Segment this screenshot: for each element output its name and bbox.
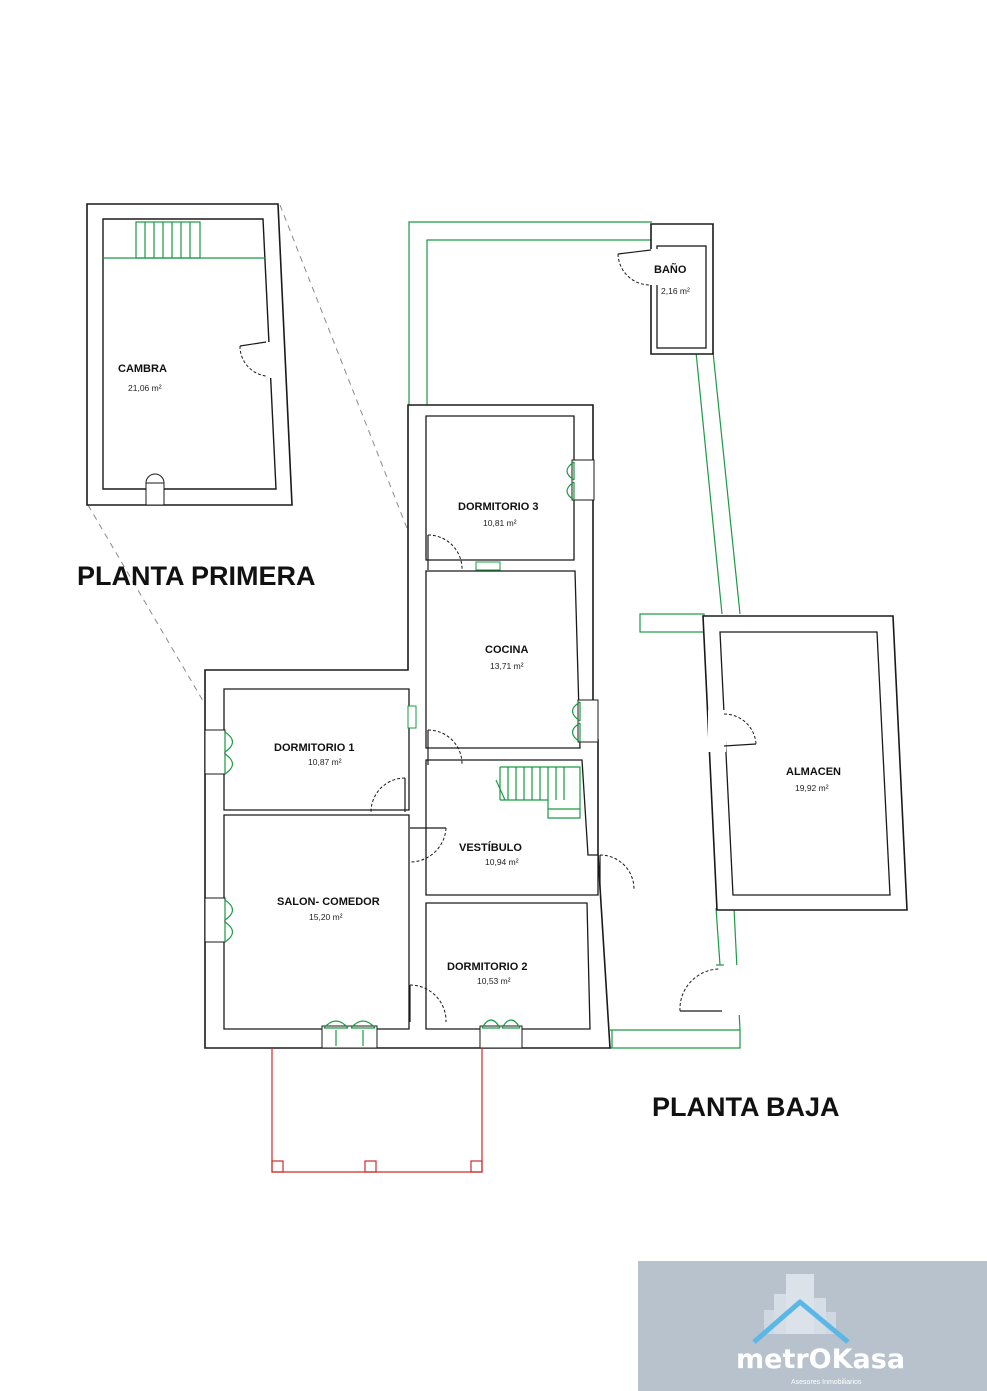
room-area-vestibulo: 10,94 m²	[485, 857, 519, 867]
porch-outline	[271, 1048, 483, 1173]
door-salon	[409, 827, 447, 863]
bano-plan: BAÑO 2,16 m²	[617, 223, 714, 355]
window-dormitorio3	[566, 459, 595, 501]
floor-title-ground: PLANTA BAJA	[652, 1092, 840, 1122]
window-dormitorio1	[204, 729, 234, 775]
room-area-cocina: 13,71 m²	[490, 661, 524, 671]
window-cocina	[571, 699, 599, 743]
room-label-vestibulo: VESTÍBULO	[459, 841, 522, 854]
room-area-bano: 2,16 m²	[661, 286, 690, 296]
room-label-cambra: CAMBRA	[118, 363, 167, 375]
company-logo: metrOKasa Asesores Inmobiliarios	[638, 1261, 987, 1391]
patio-gate-door	[679, 964, 742, 1015]
window-dormitorio2-bottom	[479, 1019, 523, 1049]
logo-brand: metrOKasa	[736, 1344, 905, 1375]
door-cocina	[427, 729, 463, 766]
door-dormitorio2	[409, 984, 447, 1023]
room-label-almacen: ALMACEN	[786, 766, 841, 778]
room-label-salon: SALON- COMEDOR	[277, 896, 380, 908]
room-label-cocina: COCINA	[485, 644, 528, 656]
cambra-plan: CAMBRA 21,06 m²	[86, 203, 293, 506]
logo-tagline: Asesores Inmobiliarios	[791, 1379, 862, 1386]
window-salon	[204, 897, 234, 943]
cambra-door-right	[239, 341, 278, 378]
building-icon	[752, 1274, 850, 1344]
room-area-dormitorio2: 10,53 m²	[477, 976, 511, 986]
room-dormitorio1: DORMITORIO 1 10,87 m²	[223, 688, 410, 811]
door-dormitorio3	[427, 534, 463, 571]
room-dormitorio2: DORMITORIO 2 10,53 m²	[425, 902, 591, 1030]
room-label-dormitorio2: DORMITORIO 2	[447, 961, 527, 973]
room-dormitorio3: DORMITORIO 3 10,81 m²	[425, 415, 575, 561]
almacen-plan: ALMACEN 19,92 m²	[702, 615, 908, 911]
room-vestibulo: VESTÍBULO 10,94 m²	[425, 759, 599, 896]
room-salon: SALON- COMEDOR 15,20 m²	[223, 814, 410, 1030]
room-label-dormitorio1: DORMITORIO 1	[274, 742, 354, 754]
room-area-salon: 15,20 m²	[309, 912, 343, 922]
room-cocina: COCINA 13,71 m²	[425, 570, 581, 749]
door-dormitorio1	[370, 777, 406, 813]
window-salon-bottom	[321, 1020, 378, 1049]
room-area-dormitorio1: 10,87 m²	[308, 757, 342, 767]
cambra-door-bottom	[145, 473, 165, 506]
cambra-stairs	[135, 221, 201, 259]
room-label-dormitorio3: DORMITORIO 3	[458, 501, 538, 513]
room-area-cambra: 21,06 m²	[128, 383, 162, 393]
room-area-almacen: 19,92 m²	[795, 783, 829, 793]
window-dormitorio1-corner	[407, 705, 417, 729]
vestibulo-stairs	[495, 766, 581, 819]
floor-title-upper: PLANTA PRIMERA	[77, 561, 316, 591]
door-vestibulo-exterior	[599, 854, 635, 890]
window-between-dorm3-cocina	[475, 561, 501, 571]
main-house-plan: DORMITORIO 3 10,81 m² COCINA 13,71 m² DO…	[204, 404, 635, 1049]
room-label-bano: BAÑO	[654, 263, 687, 276]
room-area-dormitorio3: 10,81 m²	[483, 518, 517, 528]
